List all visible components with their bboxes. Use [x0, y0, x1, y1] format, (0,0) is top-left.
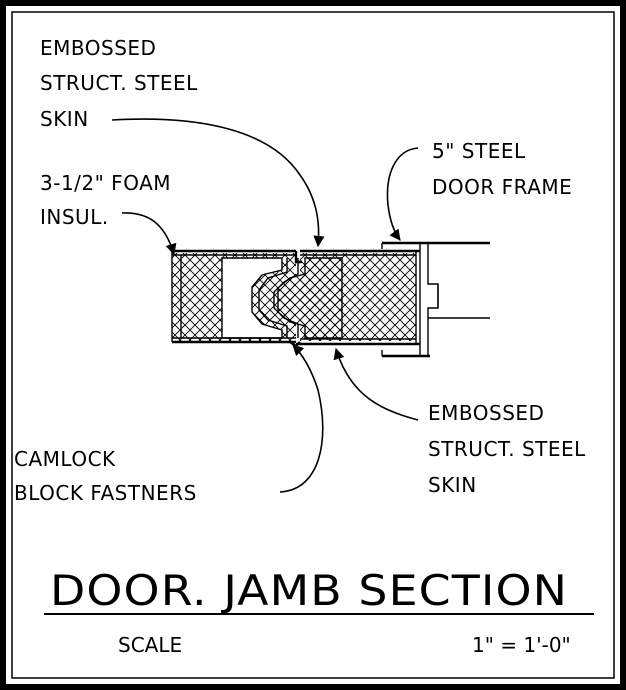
leader-camlock [279, 344, 324, 493]
inner-border [11, 11, 615, 679]
scale-value: 1" = 1'-0" [472, 633, 571, 657]
label-embossed-bottom: EMBOSSED STRUCT. STEEL SKIN [428, 401, 593, 497]
door-panel-section [171, 249, 420, 348]
camlock-block-right [277, 257, 343, 339]
label-camlock: CAMLOCK BLOCK FASTNERS [14, 447, 197, 505]
leader-embossed-top [111, 118, 325, 248]
drawing-title: DOOR. JAMB SECTION [50, 566, 568, 615]
leader-embossed-bottom [333, 347, 419, 421]
leader-frame [386, 147, 419, 241]
label-embossed-top: EMBOSSED STRUCT. STEEL SKIN [40, 36, 205, 131]
scale-label: SCALE [118, 633, 182, 657]
label-door-frame: 5" STEEL DOOR FRAME [432, 139, 572, 199]
steel-door-frame [381, 241, 490, 358]
leader-foam [121, 212, 177, 256]
label-foam-insulation: 3-1/2" FOAM INSUL. [40, 171, 178, 229]
